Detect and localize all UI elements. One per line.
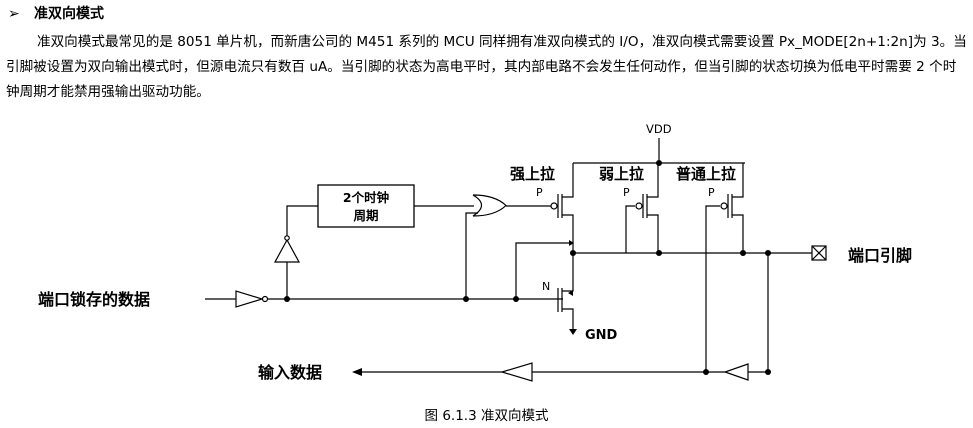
vdd-label: VDD: [646, 122, 672, 136]
weak-p-label: P: [623, 186, 630, 199]
pmos-arrow: [569, 240, 574, 246]
weak-pmos: [642, 163, 659, 253]
normal-pmos: [727, 163, 744, 253]
delay-box-label-1: 2个时钟: [343, 190, 389, 205]
arrow-bullet-icon: ➢: [8, 6, 20, 22]
port-pin-label: 端口引脚: [848, 246, 912, 265]
strong-p-label: P: [536, 186, 543, 199]
section-heading: ➢ 准双向模式: [8, 3, 104, 23]
n-mos: [557, 253, 574, 325]
strong-pmos: [557, 163, 574, 253]
gnd-label: GND: [585, 328, 618, 343]
normal-p-label: P: [708, 186, 715, 199]
nmos-arrow: [568, 290, 573, 296]
weak-pullup-label: 弱上拉: [599, 165, 644, 183]
port-latch-data-label: 端口锁存的数据: [38, 290, 150, 309]
section-title: 准双向模式: [34, 6, 104, 22]
strong-pullup-label: 强上拉: [510, 165, 555, 183]
input-data-label: 输入数据: [258, 363, 322, 382]
n-label: N: [542, 280, 550, 293]
body-paragraph: 准双向模式最常见的是 8051 单片机，而新唐公司的 M451 系列的 MCU …: [6, 30, 968, 105]
or-gate: [472, 194, 507, 217]
pin-buffer-triangle: [723, 363, 749, 381]
input-buffer-triangle: [235, 290, 265, 308]
input-data-arrow: [352, 368, 362, 376]
normal-pullup-label: 普通上拉: [676, 165, 736, 183]
feedback-buffer-triangle: [273, 238, 301, 263]
delay-box-label-2: 周期: [353, 208, 378, 223]
paragraph-text: 准双向模式最常见的是 8051 单片机，而新唐公司的 M451 系列的 MCU …: [6, 34, 967, 100]
gnd-arrow-icon: [569, 329, 577, 335]
two-clock-delay-box: [317, 184, 415, 228]
output-buffer-triangle: [499, 362, 533, 382]
figure-caption: 图 6.1.3 准双向模式: [424, 408, 549, 424]
